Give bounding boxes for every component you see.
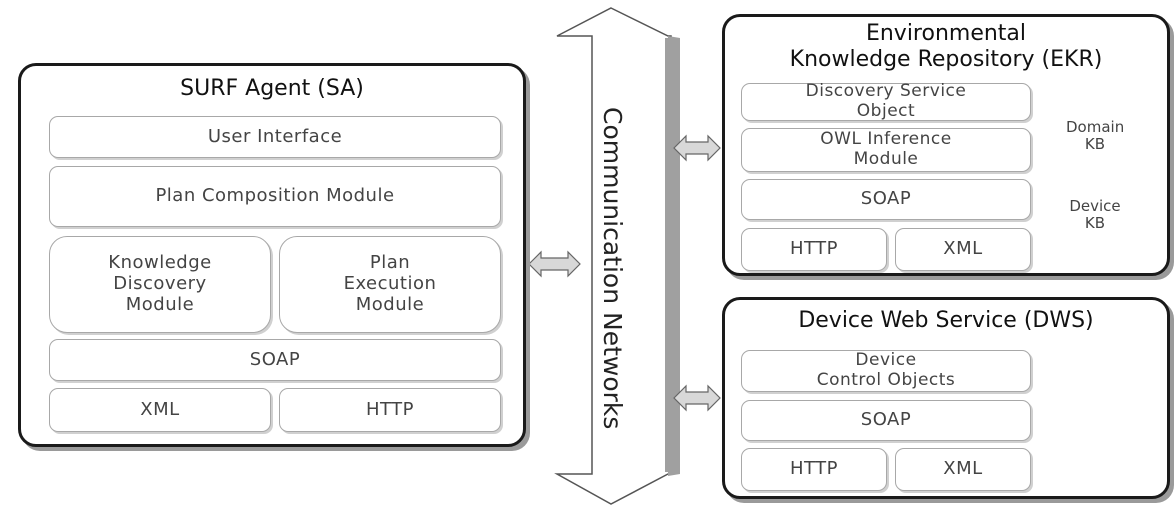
dws-xml-box: XML — [895, 448, 1031, 491]
plan-composition-module-box: Plan Composition Module — [49, 166, 501, 227]
dws-title: Device Web Service (DWS) — [798, 308, 1094, 333]
sa-xml-box: XML — [49, 388, 271, 432]
owl-inference-module-box: OWL Inference Module — [741, 128, 1031, 172]
device-kb-label: Device KB — [1069, 197, 1121, 233]
ekr-http-box: HTTP — [741, 228, 887, 271]
dws-panel: Device Web Service (DWS) Device Control … — [722, 297, 1170, 499]
sa-network-connector-arrow — [528, 250, 581, 278]
user-interface-box: User Interface — [49, 116, 501, 158]
ekr-soap-box: SOAP — [741, 179, 1031, 220]
plan-execution-module-box: Plan Execution Module — [279, 236, 501, 333]
surf-agent-title: SURF Agent (SA) — [180, 76, 364, 101]
dws-network-connector-arrow — [673, 384, 721, 412]
dws-http-box: HTTP — [741, 448, 887, 491]
sa-http-box: HTTP — [279, 388, 501, 432]
knowledge-discovery-module-box: Knowledge Discovery Module — [49, 236, 271, 333]
device-control-objects-box: Device Control Objects — [741, 350, 1031, 392]
ekr-panel: Environmental Knowledge Repository (EKR)… — [722, 14, 1170, 276]
domain-kb-label: Domain KB — [1066, 118, 1125, 154]
surf-agent-panel: SURF Agent (SA) User Interface Plan Comp… — [18, 63, 526, 447]
discovery-service-object-box: Discovery Service Object — [741, 82, 1031, 121]
ekr-xml-box: XML — [895, 228, 1031, 271]
communication-networks-label: Communication Networks — [598, 107, 627, 430]
ekr-title: Environmental Knowledge Repository (EKR) — [789, 21, 1103, 73]
dws-soap-box: SOAP — [741, 400, 1031, 441]
sa-soap-box: SOAP — [49, 339, 501, 381]
ekr-network-connector-arrow — [673, 134, 721, 162]
